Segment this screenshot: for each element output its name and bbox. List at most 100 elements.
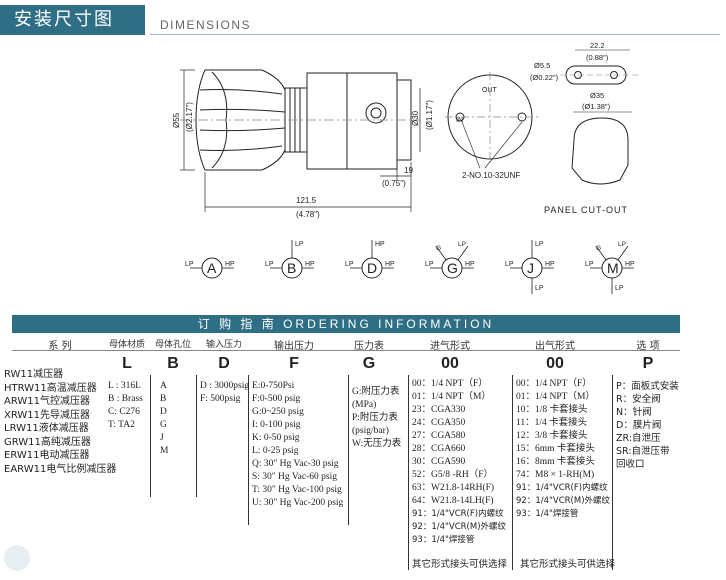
series-item: LRW11液体减压器: [4, 423, 89, 434]
code-outlet: 00: [546, 355, 564, 372]
page-title: 安装尺寸图: [0, 5, 145, 35]
outlet-item: 93：1/4"焊接管: [516, 509, 579, 519]
rule-holes: [196, 375, 197, 497]
knob-outline: [195, 69, 286, 171]
port-label-left: LP: [425, 261, 434, 268]
dim-d35: Ø35: [590, 91, 604, 100]
inlet-note: 其它形式接头可供选择: [412, 559, 508, 570]
rule-gauge: [408, 375, 409, 570]
outlet-pressure-item: I: 0-100 psig: [252, 420, 301, 430]
page-subtitle: DIMENSIONS: [160, 18, 252, 32]
outlet-item: 12：3/8 卡套接头: [516, 431, 588, 441]
port-label-top: HP: [375, 241, 385, 248]
body-outline: [306, 72, 348, 170]
port-label-left: LP: [265, 261, 274, 268]
outlet-item: 74：M8 × 1-RH(M): [516, 470, 595, 480]
rule-inlet: [512, 375, 513, 570]
code-G: G: [362, 355, 376, 372]
dim-d55b-in: (Ø0.22"): [530, 73, 559, 82]
series-item: RW11减压器: [4, 369, 64, 380]
port-letter-B: B: [287, 260, 296, 276]
port-label-left: LP: [185, 261, 194, 268]
option-item: R：安全阀: [616, 394, 661, 405]
hole-item: B: [160, 394, 167, 404]
dim-121-in: (4.78"): [296, 210, 320, 219]
outlet-pressure-item: S: 30" Hg Vac-60 psig: [252, 472, 337, 482]
inlet-item: 63：W21.8-14RH(F): [412, 483, 495, 493]
series-item: GRW11高纯减压器: [4, 436, 91, 448]
inlet-item: 23：CGA330: [412, 405, 466, 415]
port-label-top: LP: [535, 241, 544, 248]
outlet-pressure-item: U: 30" Hg Vac-200 psig: [252, 498, 344, 508]
gauge-item: G:附压力表: [352, 387, 400, 397]
hole-item: M: [160, 446, 169, 456]
port-letter-A: A: [207, 260, 217, 276]
option-item: N：针阀: [616, 407, 652, 418]
rule-material: [150, 375, 151, 497]
outlet-pressure-item: T: 30" Hg Vac-100 psig: [252, 485, 342, 495]
inlet-item: 93：1/4"焊接管: [412, 535, 475, 545]
series-item: XRW11先导减压器: [4, 409, 91, 421]
outlet-pressure-item: K: 0-50 psig: [252, 433, 300, 443]
dim-19: 19: [404, 166, 413, 175]
outlet-pressure-item: L: 0-25 psig: [252, 446, 299, 456]
port-label-bottom: LP: [535, 285, 544, 292]
dim-d55: Ø55: [172, 112, 181, 128]
inlet-item: 00：1/4 NPT（F）: [412, 379, 488, 389]
code-F: F: [289, 355, 299, 372]
dimension-drawing: Ø55 (Ø2.17") Ø30 (Ø1.17") 19 (0.75") 121…: [172, 41, 640, 294]
header-bar: 安装尺寸图 DIMENSIONS: [0, 0, 726, 38]
series-item: ERW11电动减压器: [4, 450, 90, 461]
dim-w22: 22.2: [590, 41, 605, 50]
series-item: HTRW11高温减压器: [4, 382, 97, 394]
port-label-right: HP: [305, 261, 315, 268]
header-divider: [150, 34, 720, 35]
material-item: L : 316L: [108, 381, 141, 391]
option-item: ZR:自泄压: [616, 433, 661, 444]
col-holes: 母体孔位: [154, 340, 191, 350]
outlet-item: 92：1/4"VCR(M)外螺纹: [516, 496, 611, 506]
port-label-diag: LP: [458, 241, 466, 248]
hole-item: D: [160, 407, 167, 417]
port-label-bottom: LP: [615, 285, 624, 292]
label-thread: 2-NO.10-32UNF: [462, 171, 520, 180]
port-label-top: G: [596, 245, 601, 252]
port-label-right: HP: [385, 261, 395, 268]
dim-121: 121.5: [296, 196, 317, 205]
col-inlet: 进气形式: [430, 341, 470, 352]
panel-cutout-label: PANEL CUT-OUT: [544, 205, 628, 215]
outlet-item: 15：6mm 卡套接头: [516, 444, 595, 454]
port-label-right: HP: [225, 261, 235, 268]
rule-outlet: [612, 375, 613, 570]
code-inlet: 00: [441, 355, 459, 372]
port-letter-D: D: [367, 260, 377, 276]
port-label-left: LP: [345, 261, 354, 268]
option-item: 回收口: [616, 459, 645, 470]
code-D: D: [218, 355, 230, 372]
inlet-item: 30：CGA590: [412, 457, 466, 467]
port-label-left: LP: [585, 261, 594, 268]
port-arrow-diag2: [617, 245, 629, 261]
port-label-right: HP: [465, 261, 475, 268]
label-out: OUT: [482, 87, 498, 94]
option-item: D：膜片阀: [616, 420, 662, 431]
col-outlet-pressure: 输出压力: [274, 341, 314, 352]
port-letter-G: G: [447, 260, 458, 276]
inlet-item: 52：G5/8 -RH（F）: [412, 470, 494, 480]
code-P: P: [642, 355, 654, 372]
inlet-item: 91：1/4"VCR(F)内螺纹: [412, 509, 504, 519]
dim-d55b: Ø5.5: [534, 61, 550, 70]
outlet-item: 91：1/4"VCR(F)内螺纹: [516, 483, 608, 493]
port-letter-J: J: [527, 260, 534, 276]
port-arrow-diag: [435, 245, 447, 261]
outlet-pressure-item: G:0~250 psig: [252, 407, 304, 417]
port-arrow-diag2: [457, 245, 469, 261]
gauge-item: P:附压力表: [352, 413, 398, 423]
